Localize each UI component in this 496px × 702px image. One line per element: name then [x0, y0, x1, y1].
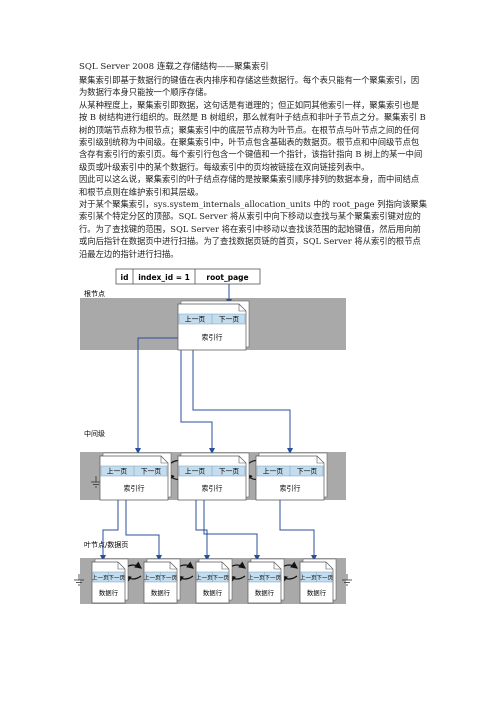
index-row-label: 索引行 — [280, 484, 301, 493]
data-row-label: 数据行 — [203, 588, 223, 597]
next-page-link: 下一页 — [219, 316, 240, 324]
index-pointers — [100, 284, 317, 561]
data-page-3: 上一页下一页数据行 — [195, 558, 233, 604]
data-page-2: 上一页下一页数据行 — [143, 558, 181, 604]
prev-page-link: 上一页 — [248, 574, 265, 582]
index-row-label: 索引行 — [124, 484, 145, 493]
prev-page-link: 上一页 — [263, 467, 284, 476]
data-page-5: 上一页下一页数据行 — [299, 558, 337, 604]
data-row-label: 数据行 — [151, 588, 171, 597]
paragraph-3: 因此可以这么说，聚集索引的叶子结点存储的是按聚集索引顺序排列的数据本身，而中间结… — [79, 174, 420, 197]
root-page-header: id index_id = 1 root_page — [115, 268, 261, 285]
prev-page-link: 上一页 — [92, 574, 109, 582]
leaf-level-label: 叶节点/数据页 — [84, 540, 128, 549]
index-row-label: 索引行 — [202, 484, 223, 493]
next-page-link: 下一页 — [264, 575, 281, 582]
data-row-label: 数据行 — [99, 588, 119, 597]
prev-page-link: 上一页 — [185, 467, 206, 476]
header-index-id: index_id = 1 — [138, 273, 190, 282]
prev-page-link: 上一页 — [300, 574, 317, 582]
index-row-label: 索引行 — [202, 333, 223, 342]
header-root-page: root_page — [206, 273, 248, 282]
prev-page-link: 上一页 — [144, 574, 161, 582]
data-page-1: 上一页下一页数据行 — [91, 558, 129, 604]
next-page-link: 下一页 — [160, 575, 177, 582]
next-page-link: 下一页 — [297, 468, 318, 476]
ground-symbol-intermediate — [91, 476, 101, 488]
next-page-link: 下一页 — [316, 575, 333, 582]
data-row-label: 数据行 — [307, 588, 327, 597]
intermediate-level-label: 中间级 — [84, 429, 105, 438]
next-page-link: 下一页 — [212, 575, 229, 582]
document-title: SQL Server 2008 连载之存储结构——聚集索引 — [79, 62, 269, 72]
data-row-label: 数据行 — [255, 588, 275, 597]
prev-page-link: 上一页 — [107, 467, 128, 476]
next-page-link: 下一页 — [219, 468, 240, 476]
ground-symbol-leaf-left — [74, 574, 84, 586]
next-page-link: 下一页 — [108, 575, 125, 582]
header-id: id — [121, 273, 129, 282]
paragraph-2: 从某种程度上，聚集索引即数据，这句话是有道理的；但正如同其他索引一样，聚集索引也… — [79, 99, 426, 172]
document-body: 聚集索引即基于数据行的键值在表内排序和存储这些数据行。每个表只能有一个聚集索引，… — [79, 74, 427, 260]
root-level-label: 根节点 — [84, 289, 105, 298]
ground-symbol-leaf-right — [342, 574, 352, 586]
data-page-4: 上一页下一页数据行 — [247, 558, 285, 604]
paragraph-1: 聚集索引即基于数据行的键值在表内排序和存储这些数据行。每个表只能有一个聚集索引，… — [79, 75, 420, 98]
paragraph-4: 对于某个聚集索引，sys.system_internals_allocation… — [79, 199, 427, 259]
prev-page-link: 上一页 — [185, 315, 206, 324]
next-page-link: 下一页 — [141, 468, 162, 476]
prev-page-link: 上一页 — [196, 574, 213, 582]
